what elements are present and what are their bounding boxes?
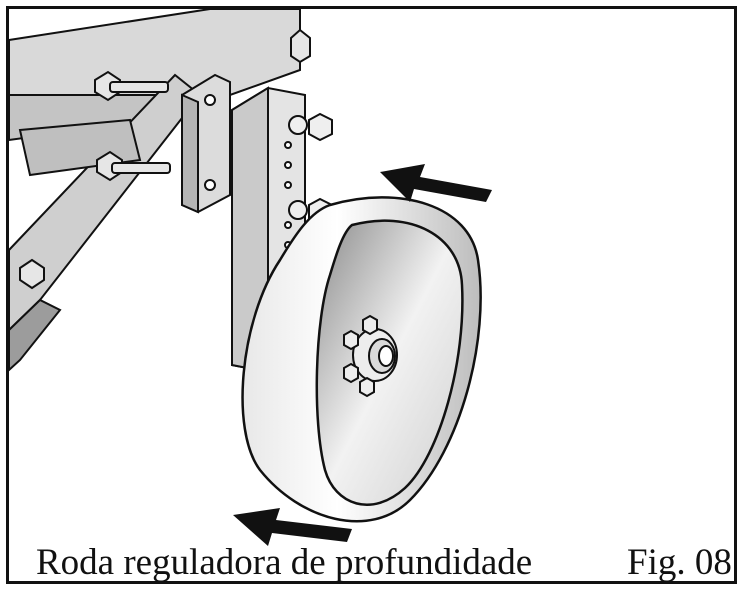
figure-label: Fig. 08 — [627, 542, 732, 583]
arrow-icon — [380, 164, 492, 202]
wheel-hub — [343, 314, 398, 398]
mounting-plate — [181, 73, 231, 214]
caption: Roda reguladora de profundidade — [36, 542, 533, 583]
frame-bolts — [19, 28, 311, 290]
arrow-icon — [233, 508, 352, 546]
machine-frame — [8, 8, 301, 373]
